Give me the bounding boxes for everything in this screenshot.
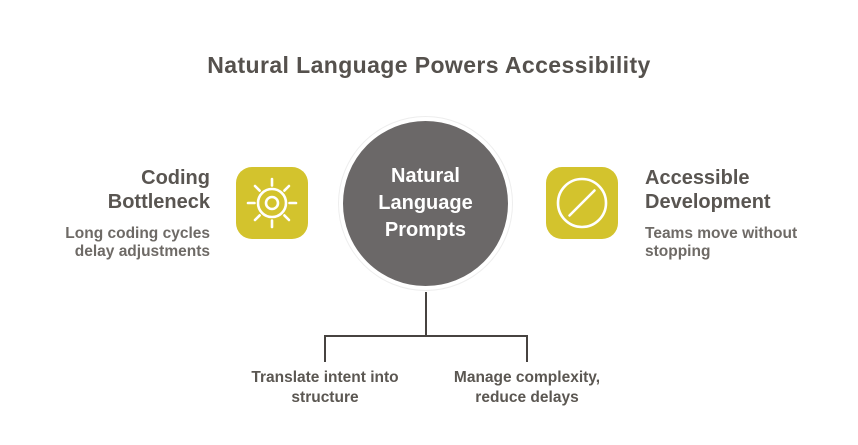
page-title: Natural Language Powers Accessibility	[207, 52, 651, 78]
connector-left-drop-line	[324, 335, 326, 362]
connector-right-drop-line	[526, 335, 528, 362]
right-text-block: Accessible Development Teams move withou…	[645, 166, 797, 261]
bottom-label-manage-complexity: Manage complexity, reduce delays	[453, 369, 601, 406]
left-description: Long coding cycles delay adjustments	[65, 225, 210, 260]
connector-stem-line	[425, 292, 427, 336]
sun-gear-icon	[246, 177, 298, 229]
bottom-label-translate-intent: Translate intent into structure	[251, 369, 399, 406]
circle-slash-icon	[556, 177, 608, 229]
right-description: Teams move without stopping	[645, 225, 798, 260]
left-text-block: Coding Bottleneck Long coding cycles del…	[65, 166, 210, 261]
central-node: Natural Language Prompts	[339, 117, 512, 290]
connector-crossbar-line	[324, 335, 528, 337]
left-heading: Coding Bottleneck	[107, 167, 210, 213]
left-icon-box	[236, 167, 308, 239]
central-node-label: Natural Language Prompts	[378, 165, 473, 241]
right-heading: Accessible Development	[645, 167, 771, 213]
right-icon-box	[546, 167, 618, 239]
